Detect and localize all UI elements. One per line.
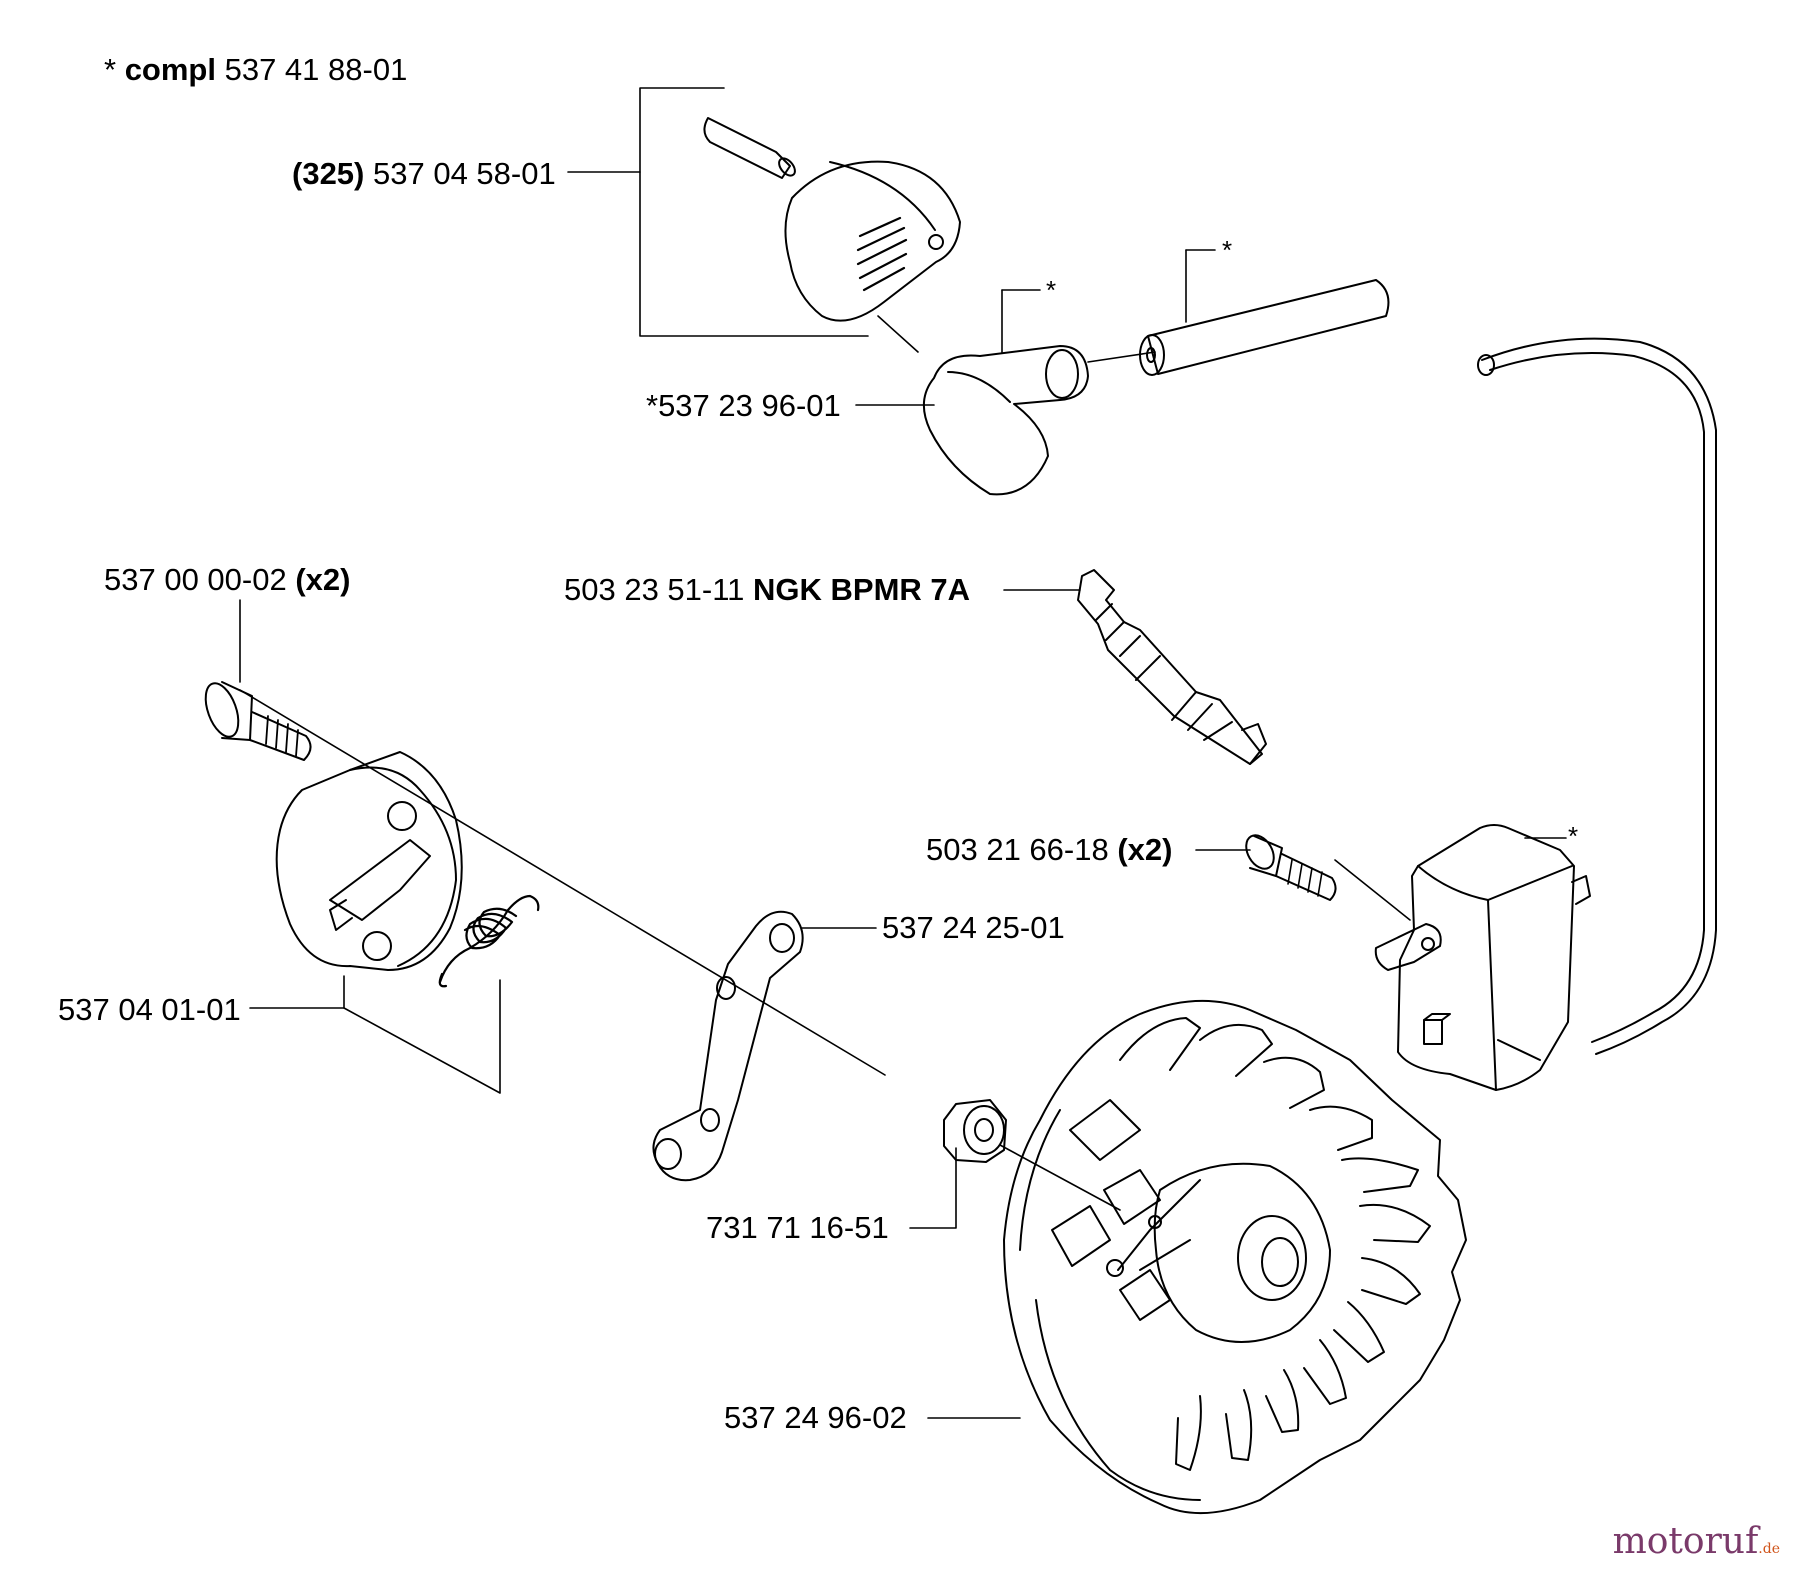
coil-screw-label-bold: (x2)	[1117, 832, 1173, 867]
boot-part	[923, 345, 1089, 496]
pin-part	[703, 117, 796, 179]
flywheel-part	[1003, 999, 1467, 1515]
kit-header-prefix: *	[104, 52, 125, 87]
nut-label-number: 731 71 16-51	[706, 1210, 889, 1245]
clutch-plate-label-number: 537 24 25-01	[882, 910, 1065, 945]
kit-header-label: * compl 537 41 88-01	[104, 52, 407, 88]
clutch-plate-label: 537 24 25-01	[882, 910, 1065, 946]
clutch-plate-part	[652, 910, 804, 1182]
nut-label: 731 71 16-51	[706, 1210, 889, 1246]
spring-part	[438, 894, 540, 988]
ignition-cable-part	[1477, 337, 1717, 1055]
flywheel-label: 537 24 96-02	[724, 1400, 907, 1436]
shoulder-screw-label: 537 00 00-02 (x2)	[104, 562, 350, 598]
brand-watermark-tld: .de	[1758, 1541, 1780, 1557]
axis-lines	[239, 315, 1411, 1211]
shoulder-screw-label-bold: (x2)	[295, 562, 351, 597]
cable-asterisk: *	[1222, 235, 1233, 265]
flywheel-label-number: 537 24 96-02	[724, 1400, 907, 1435]
spark-plug-label: 503 23 51-11 NGK BPMR 7A	[564, 572, 970, 608]
brand-watermark-text: motoruf	[1612, 1521, 1759, 1562]
spark-plug-label-number: 503 23 51-11	[564, 572, 754, 607]
cap-part	[784, 160, 961, 322]
ignition-module-part	[1374, 824, 1591, 1091]
cap-label-number: 537 04 58-01	[364, 156, 556, 191]
kit-header-number: 537 41 88-01	[215, 52, 408, 87]
clutch-shoe-label-number: 537 04 01-01	[58, 992, 241, 1027]
clutch-shoe-part	[275, 751, 463, 971]
brand-watermark: motoruf.de	[1613, 1521, 1780, 1562]
cable-sleeve-part	[1139, 279, 1390, 376]
boot-asterisk: *	[1046, 275, 1057, 305]
shoulder-screw-label-number: 537 00 00-02	[104, 562, 296, 597]
cap-label-bold: (325)	[292, 156, 365, 191]
cap-label: (325) 537 04 58-01	[292, 156, 556, 192]
spark-plug-part	[1077, 569, 1267, 765]
nut-part	[943, 1099, 1007, 1163]
coil-screw-label: 503 21 66-18 (x2)	[926, 832, 1172, 868]
spark-plug-label-bold: NGK BPMR 7A	[753, 572, 971, 607]
shoulder-screw-part	[204, 681, 312, 761]
kit-header-bold: compl	[124, 52, 216, 87]
coil-screw-part	[1245, 834, 1337, 901]
coil-screw-label-number: 503 21 66-18	[926, 832, 1118, 867]
clutch-shoe-label: 537 04 01-01	[58, 992, 241, 1028]
boot-label: *537 23 96-01	[646, 388, 841, 424]
coil-asterisk: *	[1568, 821, 1579, 851]
boot-label-number: *537 23 96-01	[646, 388, 841, 423]
